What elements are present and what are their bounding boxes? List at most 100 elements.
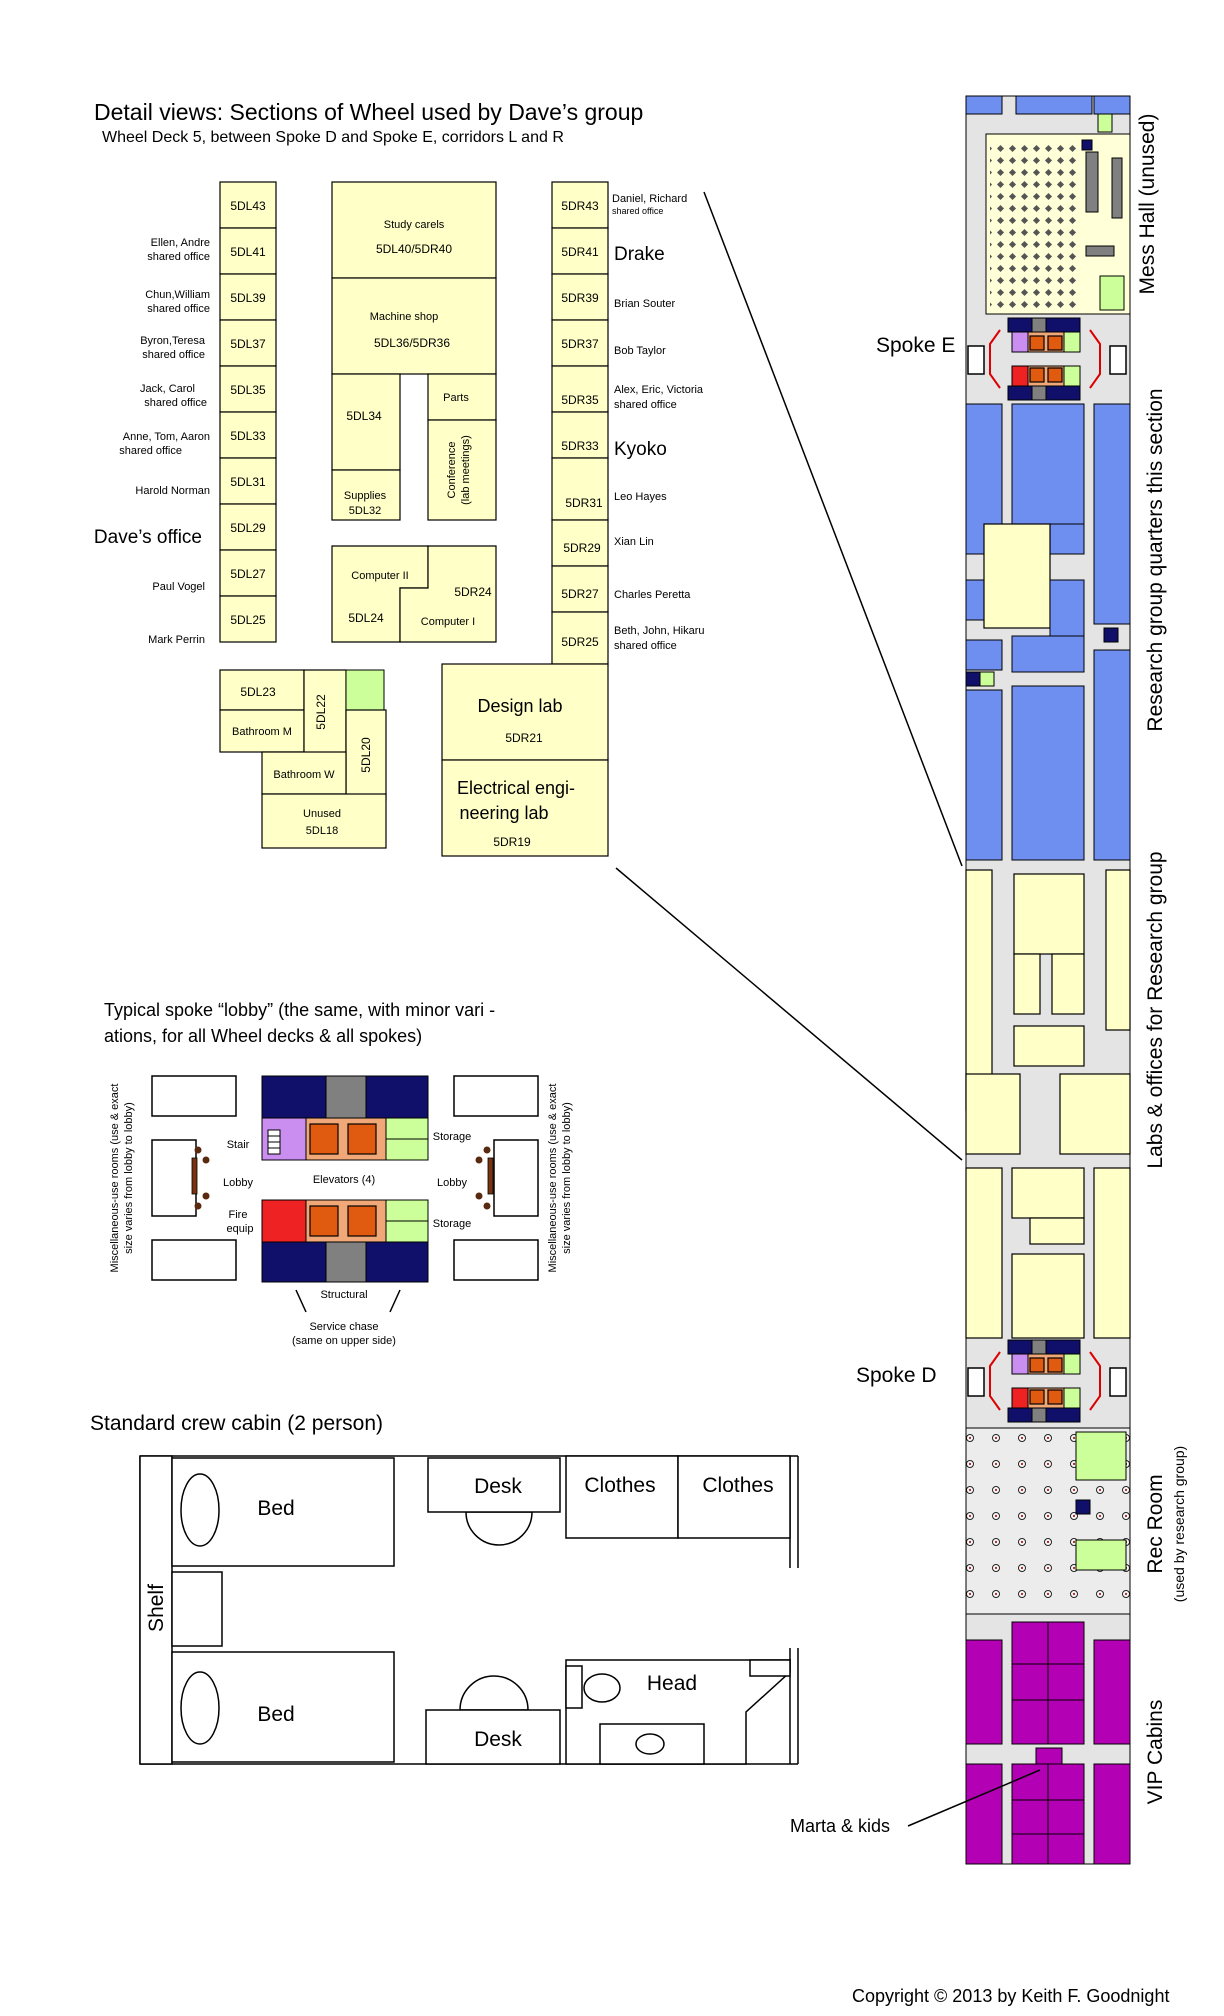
bed-label: Bed [257,1497,294,1520]
misc-room [493,1139,539,1217]
daves-office-label: Dave’s office [94,527,202,548]
spoke-d-label: Spoke D [856,1364,937,1387]
room-label: 5DR33 [561,439,599,453]
occupant-note: shared office [612,206,663,216]
room-label: 5DR24 [454,585,492,599]
room-5DL25 [219,595,277,643]
room-label: Unused [303,808,341,820]
structural-block [365,1241,429,1283]
structural-block [365,1075,429,1119]
room-label: Computer II [351,570,408,582]
left-occupants: Ellen, Andre shared office Chun,William … [94,237,210,646]
service-chase [325,1075,367,1119]
room-label: Electrical engi- [457,778,575,798]
room-label: 5DR19 [493,835,531,849]
mess-tables [990,140,1076,312]
fire-label: Fire [229,1209,248,1221]
copyright: Copyright © 2013 by Keith F. Goodnight [852,1986,1169,2006]
occupant-note: shared office [144,397,207,409]
room-conference [427,419,497,521]
toilet [583,1673,621,1703]
occupant-name: Beth, John, Hikaru [614,625,705,637]
room-5DL27 [219,549,277,597]
occupant-name: Ellen, Andre [151,237,210,249]
structural-block [261,1075,327,1119]
misc-room [151,1139,197,1217]
desk [427,1457,561,1513]
room-5DR29 [551,519,609,567]
bed-label: Bed [257,1703,294,1726]
spoke-e-label: Spoke E [876,334,955,357]
research-quarters [965,403,1131,861]
spoke-d-lobby [967,1339,1127,1423]
structural-label: Structural [320,1289,367,1301]
occupant-name: Leo Hayes [614,491,667,503]
room-bathroom-m [219,709,305,753]
occupant-note: shared office [614,640,677,652]
room-label: 5DL31 [230,475,266,489]
left-office-column: 5DL43 5DL41 5DL39 5DL37 5DL35 5DL33 5DL3… [219,181,277,643]
room-label: 5DL23 [240,685,276,699]
room-5DR31 [551,457,609,521]
room-label: 5DR31 [565,496,603,510]
room-computer-1 [399,545,497,643]
room-label: Bathroom M [232,726,292,738]
chair [459,1675,529,1711]
room-label: 5DL35 [230,383,266,397]
right-occupants: Daniel, Richard shared office Drake Bria… [612,193,705,652]
stair-label: Stair [227,1139,250,1151]
room-label: 5DL34 [346,409,382,423]
occupant-name: Bob Taylor [614,345,666,357]
room-5DR35 [551,365,609,413]
spoke-e-lobby [967,317,1127,401]
pillow [180,1671,220,1745]
zoom-connector-line [703,191,963,867]
room-supplies [331,469,401,521]
elevators-label: Elevators (4) [313,1174,375,1186]
cabin-block [1093,95,1131,115]
pillow [180,1473,220,1547]
room-label: 5DR27 [561,587,599,601]
occupant-name: Charles Peretta [614,589,691,601]
misc-room [151,1075,237,1117]
cabin-title: Standard crew cabin (2 person) [90,1412,383,1435]
occupant-name: Drake [614,244,665,265]
structural-block [1081,139,1093,151]
storage-green [345,669,385,711]
mess-hall-label: Mess Hall (unused) [1136,114,1159,295]
closet-label: Clothes [702,1474,773,1497]
clothes-closet [565,1455,679,1539]
nightstand [171,1571,223,1647]
room-label: 5DR43 [561,199,599,213]
wheel-strip: Mess Hall (unused) Spoke E [790,95,1187,1865]
room-label: 5DL25 [230,613,266,627]
storage-green [1075,1539,1127,1571]
occupant-note: shared office [147,251,210,263]
closet-label: Clothes [584,1474,655,1497]
misc-rooms-label: size varies from lobby to lobby) [561,1102,573,1254]
room-label: 5DR41 [561,245,599,259]
elevator [309,1205,339,1237]
labs-offices [965,869,1131,1339]
occupant-name: Brian Souter [614,298,675,310]
service-chase-label: Service chase [309,1321,378,1333]
room-5DR27 [551,565,609,613]
structural-block [261,1241,327,1283]
room-label: 5DR21 [505,731,543,745]
room-label: 5DL27 [230,567,266,581]
room-5DL34 [331,373,401,471]
lobby-label: Lobby [437,1177,467,1189]
room-label: 5DR25 [561,635,599,649]
room-5DR33 [551,411,609,459]
occupant-note: shared office [614,399,677,411]
occupant-name: Daniel, Richard [612,193,687,205]
room-label: Parts [443,392,469,404]
marta-label: Marta & kids [790,1816,890,1836]
fire-label: equip [227,1223,254,1235]
room-label: Bathroom W [273,769,335,781]
room-label: Computer I [421,616,475,628]
head-label: Head [647,1672,697,1695]
occupant-name: Chun,William [145,289,210,301]
room-label: 5DL18 [306,825,338,837]
